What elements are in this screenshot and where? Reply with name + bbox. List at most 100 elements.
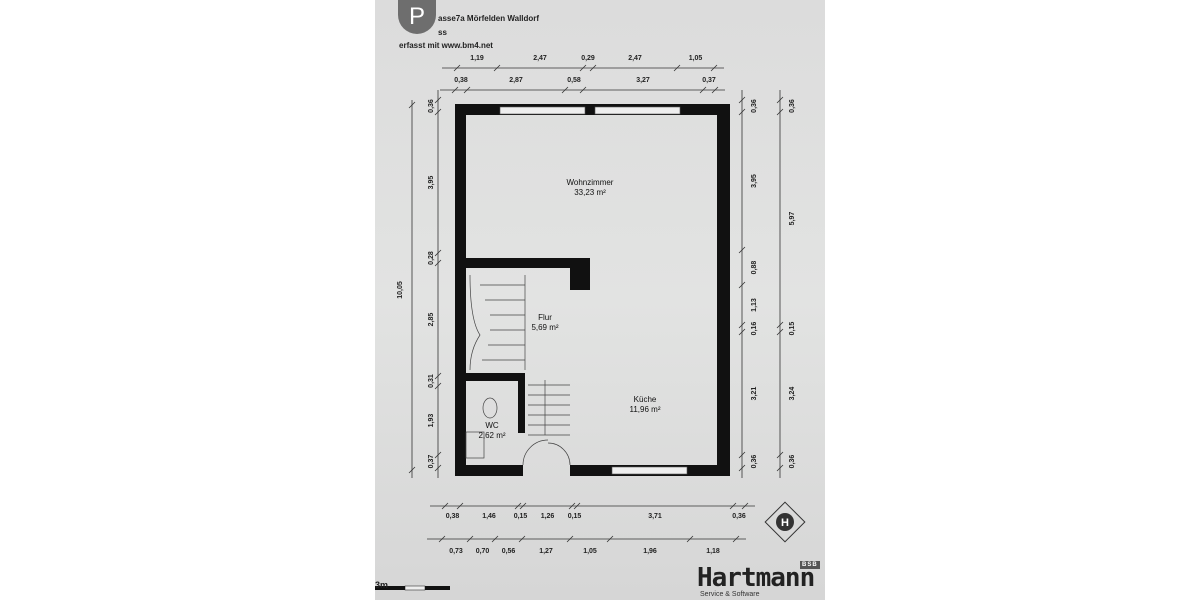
dimension-tick [566,535,574,543]
profile-badge[interactable]: P [398,0,436,34]
dimension-label: 2,85 [428,313,435,327]
dimension-tick [673,64,681,72]
dimension-label: 1,46 [482,513,496,520]
dimension-label: 0,36 [751,99,758,113]
dimension-label: 0,56 [502,548,516,555]
dimension-label: 3,95 [751,174,758,188]
dimension-tick [434,108,442,116]
wall-stair-post [570,258,590,290]
dimension-label: 3,24 [789,387,796,401]
dimension-label: 1,93 [428,414,435,428]
window [594,106,681,115]
dimension-label: 0,28 [428,251,435,265]
dimension-tick [561,86,569,94]
dimension-label: 2,87 [509,77,523,84]
window [611,466,688,475]
dimension-tick [466,535,474,543]
dimension-label: 3,95 [428,176,435,190]
scale-bar [375,586,405,590]
dimension-label: 1,05 [583,548,597,555]
dimension-label: 2,47 [533,55,547,62]
room-area: 2,62 m² [478,431,505,440]
dimension-label: 0,38 [454,77,468,84]
dimension-label: 0,73 [449,548,463,555]
dimension-label: 1,19 [470,55,484,62]
dimension-tick [434,464,442,472]
dimension-label: 3,21 [751,387,758,401]
dimension-tick [711,86,719,94]
dimension-tick [738,96,746,104]
dimension-tick [568,502,576,510]
dimension-tick [741,502,749,510]
wall-left [455,104,466,476]
dimension-tick [518,535,526,543]
dimension-label: 0,36 [751,455,758,469]
dimension-tick [738,281,746,289]
logo-circle [776,513,794,531]
dimension-tick [732,535,740,543]
dimension-tick [729,502,737,510]
dimension-tick [738,321,746,329]
room-name: Flur [538,313,552,322]
dimension-tick [514,502,522,510]
dimension-tick [456,502,464,510]
dimension-label: 0,15 [568,513,582,520]
room-name: Wohnzimmer [567,178,614,187]
dimension-tick [776,108,784,116]
brand-corner-mark: BSB [800,561,820,569]
room-name: WC [485,421,499,430]
dimension-label: 5,97 [789,212,796,226]
dimension-tick [686,535,694,543]
dimension-label: 0,88 [751,261,758,275]
wall-bottom-left [455,465,523,476]
logo-mark [764,501,806,543]
dimension-label: 2,47 [628,55,642,62]
room-area: 11,96 m² [630,405,661,414]
dimension-label: 0,36 [789,455,796,469]
logo-letter: H [781,517,789,529]
dimension-tick [776,451,784,459]
dimension-label: 1,05 [689,55,703,62]
brand-tagline: Service & Software [700,591,760,598]
wall-right [717,104,730,476]
dimension-label: 0,37 [702,77,716,84]
dimension-label: 0,58 [567,77,581,84]
dimension-tick [579,86,587,94]
dimension-label: 0,36 [789,99,796,113]
dimension-tick [434,259,442,267]
dimension-tick [438,535,446,543]
dimension-tick [491,535,499,543]
dimension-tick [519,502,527,510]
dimension-tick [493,64,501,72]
dimension-label: 0,29 [581,55,595,62]
dimension-tick [453,64,461,72]
dimension-tick [738,451,746,459]
dimension-label: 1,96 [643,548,657,555]
dimension-tick [776,321,784,329]
dimension-tick [738,246,746,254]
dimension-label: 0,16 [751,322,758,336]
dimension-label: 1,27 [539,548,553,555]
dimension-label: 1,13 [751,298,758,312]
dimension-tick [606,535,614,543]
dimension-label: 0,37 [428,455,435,469]
plan-address: asse7a Mörfelden Walldorf [438,14,540,23]
plan-subtitle: ss [438,28,447,37]
plan-credit: erfasst mit www.bm4.net [399,41,493,50]
dimension-label: 0,31 [428,374,435,388]
dimension-tick [441,502,449,510]
room-name: Küche [634,395,657,404]
dimension-tick [434,372,442,380]
room-area: 5,69 m² [531,323,558,332]
dimension-tick [710,64,718,72]
dimension-tick [434,382,442,390]
dimension-label: 0,70 [476,548,490,555]
dimension-label: 3,27 [636,77,650,84]
window [499,106,586,115]
dimension-tick [408,466,416,474]
floor-plan-paper [375,0,825,600]
dimension-tick [579,64,587,72]
dimension-tick [738,464,746,472]
dimension-tick [408,101,416,109]
